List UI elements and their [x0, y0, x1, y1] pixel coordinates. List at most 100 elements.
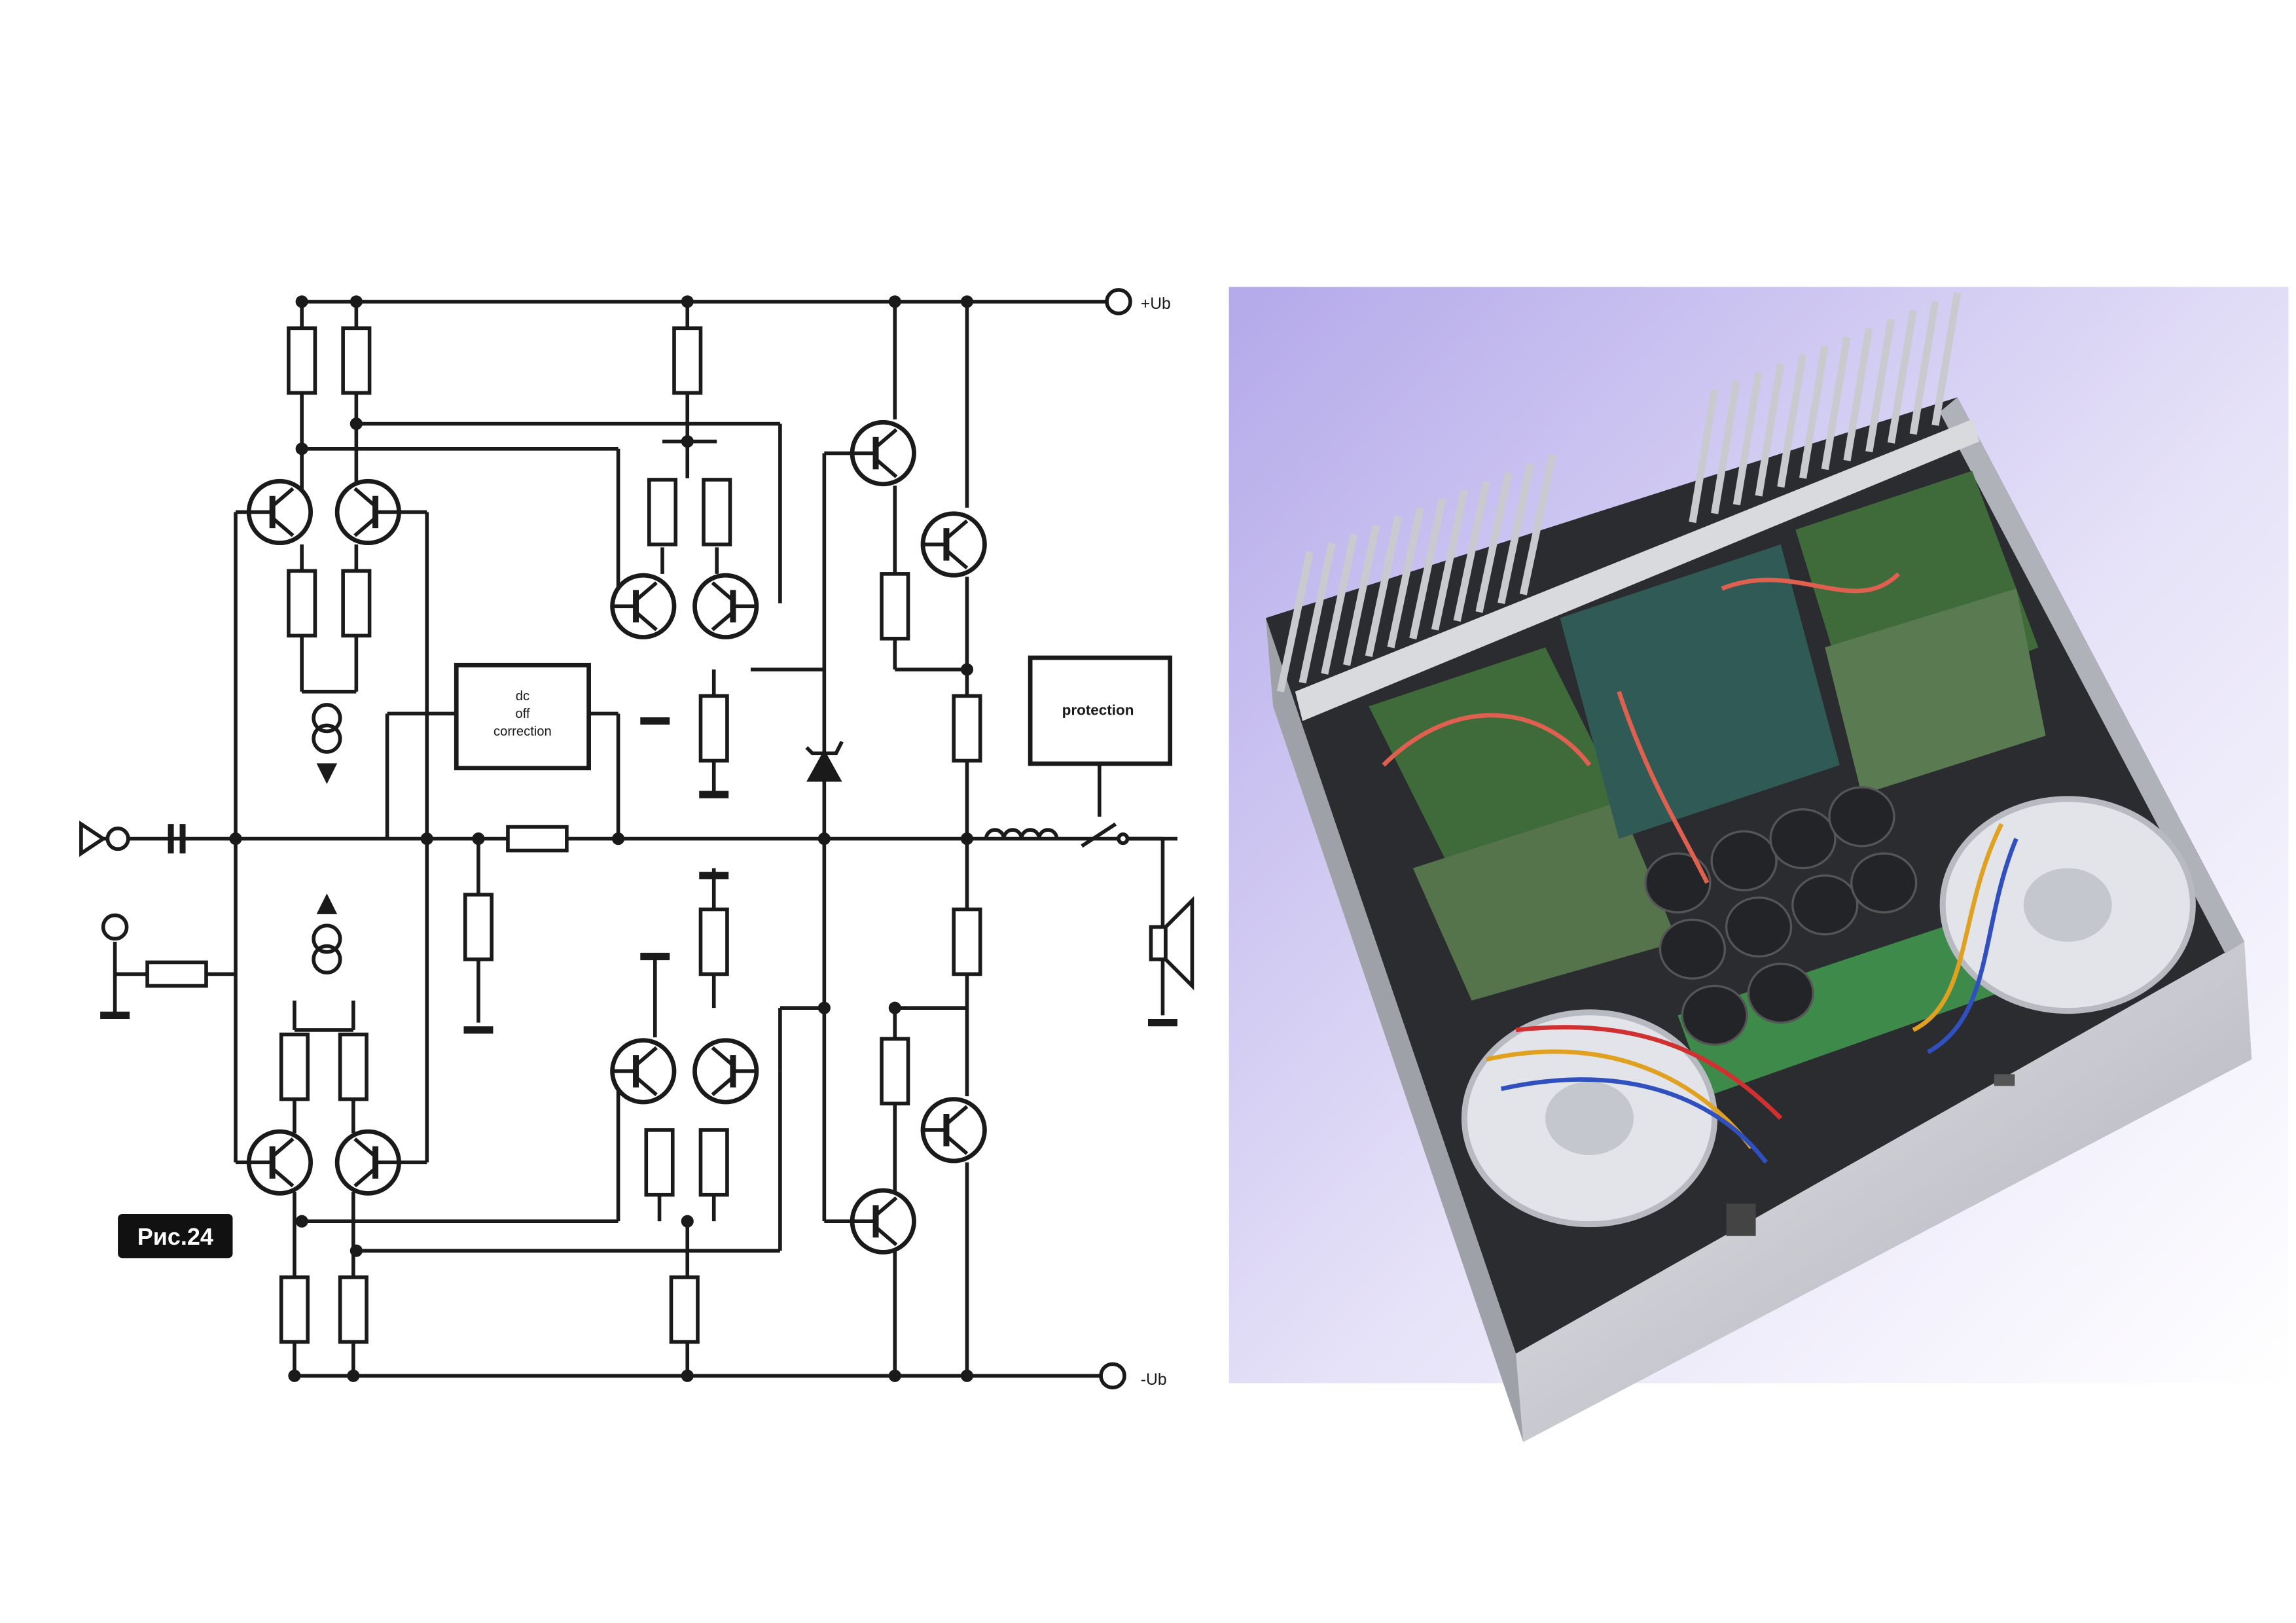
heat-sink-fin: [1777, 353, 1807, 488]
junction-dot: [350, 417, 363, 431]
resistor: [341, 326, 372, 395]
junction-dot: [350, 1244, 363, 1257]
transistor-collector: [353, 487, 377, 508]
dc-correction-label-1: dc: [516, 689, 529, 704]
junction-dot: [888, 1001, 901, 1014]
heat-sink-fin: [1519, 454, 1556, 596]
transistor: [692, 1038, 759, 1105]
junction-dot: [295, 295, 308, 308]
heat-sink-fin: [1276, 550, 1314, 692]
chassis-front-panel: [1516, 941, 2252, 1442]
resistor: [880, 1037, 910, 1106]
input-terminal: [105, 827, 130, 851]
junction-dot: [229, 832, 242, 846]
transistor: [334, 1129, 401, 1196]
capacitor: [1850, 852, 1918, 914]
figure-label: Рис.24: [137, 1223, 213, 1250]
zener-bar: [805, 740, 844, 755]
heat-sink-fin: [1431, 489, 1468, 631]
transistor-collector: [353, 1137, 377, 1158]
transistor-emitter: [271, 516, 295, 537]
heat-sink-fin: [1453, 480, 1490, 622]
heat-sink-fin: [1343, 524, 1380, 666]
resistor: [279, 1275, 310, 1344]
transistor: [692, 573, 759, 639]
current-source-ring: [312, 703, 342, 734]
amp-board-center: [1560, 544, 1840, 839]
resistor: [506, 825, 569, 853]
junction-dot: [817, 1001, 831, 1014]
transistor: [850, 419, 916, 487]
capacitor: [1769, 808, 1837, 870]
junction-dot: [612, 832, 625, 846]
junction-dot: [288, 1369, 301, 1382]
supply-positive-label: +Ub: [1141, 295, 1171, 313]
transistor: [920, 1097, 987, 1164]
heat-sink-fin: [1711, 380, 1740, 514]
ground-terminal-icon: [101, 913, 129, 941]
capacitor: [1659, 918, 1727, 980]
transistor-collector: [634, 581, 658, 602]
front-led: [1994, 1074, 2015, 1086]
relay-switch-icon: [1081, 822, 1117, 848]
filter-capacitors: [1644, 786, 1918, 1046]
transistor-collector: [874, 428, 898, 449]
wires: [81, 300, 1177, 1378]
junction-dot: [420, 832, 433, 846]
current-source-ring: [312, 944, 342, 975]
transistor-emitter: [353, 516, 377, 537]
heat-sink-fin: [1732, 371, 1763, 506]
heat-sink-fin: [1909, 301, 1939, 435]
power-switch: [1726, 1204, 1756, 1236]
junction-dot: [888, 295, 901, 308]
heat-sink-fin: [1799, 345, 1829, 479]
heat-sink-fin: [1409, 498, 1446, 639]
heat-sink-fin: [1387, 507, 1424, 649]
junction-dot: [347, 1369, 360, 1382]
heat-sink-fin: [1865, 318, 1895, 453]
transistor-emitter: [874, 457, 898, 478]
transistor-collector: [271, 487, 295, 508]
heat-sink-fin: [1299, 542, 1336, 684]
junction-dot: [681, 295, 694, 308]
junction-dot: [960, 663, 974, 676]
resistor: [279, 1032, 310, 1101]
transistor: [334, 478, 401, 546]
resistor: [338, 1275, 368, 1344]
resistor: [698, 1128, 729, 1197]
figure-label-badge: [118, 1213, 233, 1258]
amp-board-left-lower: [1412, 802, 1678, 1001]
resistor: [880, 572, 910, 641]
resistor: [341, 569, 372, 638]
chassis-left-panel: [1265, 618, 1524, 1442]
transistor-collector: [945, 1105, 969, 1126]
wiring: [1382, 572, 2018, 1164]
resistor: [644, 1128, 675, 1197]
dc-correction-label-2: off: [515, 707, 529, 721]
amp-board-right-lower: [1825, 588, 2046, 795]
transistor-collector: [874, 1196, 898, 1217]
junction-dot: [888, 1369, 901, 1382]
supply-positive-terminal: [1105, 288, 1132, 315]
heat-sink-fin: [1843, 327, 1873, 461]
current-arrow: [316, 893, 338, 914]
transistor: [610, 1038, 677, 1105]
transistor-emitter: [874, 1226, 898, 1247]
transistor: [246, 478, 314, 546]
heat-sink-bar: [1295, 419, 1980, 721]
capacitor: [1681, 984, 1748, 1046]
transistor-emitter: [945, 548, 969, 570]
heat-sink-fin: [1321, 533, 1358, 675]
resistor: [338, 1032, 368, 1101]
transistor-emitter: [271, 1167, 295, 1188]
junction-dot: [350, 295, 363, 308]
transistor-collector: [711, 1046, 734, 1067]
transistor: [246, 1129, 314, 1196]
current-source-ring: [312, 923, 342, 954]
heat-sink-fin: [1931, 292, 1962, 426]
transistor: [610, 573, 677, 639]
toroid-center-right: [2023, 868, 2112, 942]
capacitor: [1710, 830, 1778, 891]
current-source-icon: [312, 703, 342, 784]
